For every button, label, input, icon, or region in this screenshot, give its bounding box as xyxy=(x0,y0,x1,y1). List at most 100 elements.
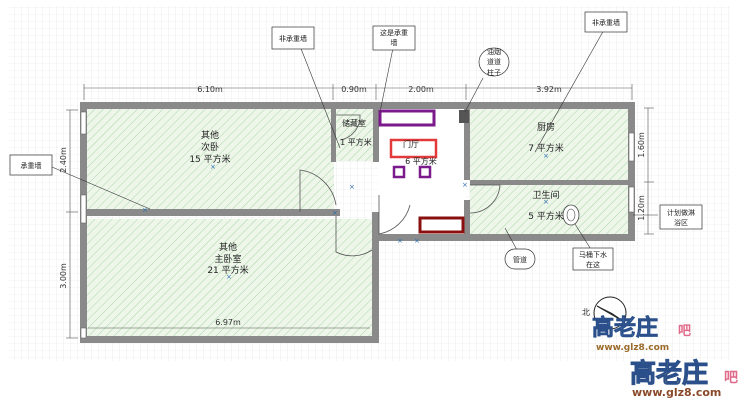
wall-right xyxy=(628,102,635,241)
wall-bedroom-divider xyxy=(80,209,300,216)
room-master-line2: 主卧室 xyxy=(214,253,241,265)
toilet-icon xyxy=(562,204,580,226)
room-storage-name: 储藏室 xyxy=(342,118,366,128)
room-secondary-line2: 次卧 xyxy=(201,141,219,153)
wall-bottom-left xyxy=(80,336,378,343)
wall-master-right xyxy=(372,212,379,343)
dim-top-3: 2.00m xyxy=(408,85,434,94)
svg-text:×: × xyxy=(543,152,549,160)
markers xyxy=(378,109,465,234)
dim-left-2: 3.00m xyxy=(59,263,68,289)
room-hall-name: 门厅 xyxy=(403,139,419,149)
dimension-lines xyxy=(66,84,654,339)
door-entrance xyxy=(378,195,411,235)
floor-storage xyxy=(334,109,375,161)
callout-load-wall-top-1: 这是承重 xyxy=(380,28,408,37)
dim-right-1: 1.60m xyxy=(637,132,646,158)
callout-toilet-1: 马桶下水 xyxy=(579,250,607,259)
marker-small-2 xyxy=(418,165,432,179)
marker-entrance-dark xyxy=(418,216,465,234)
callout-toilet-2: 在这 xyxy=(586,260,600,269)
room-kitchen-name: 厨房 xyxy=(537,121,555,133)
svg-text:×: × xyxy=(210,163,216,171)
floor-hall xyxy=(378,109,466,234)
callouts: 非承重墙 这是承重 墙 油烟 道道 柱子 非承重墙 承重墙 计划做淋 浴区 管道… xyxy=(9,11,703,271)
svg-text:×: × xyxy=(349,183,355,191)
annotation-marks: ××× ××× ××× × xyxy=(142,152,549,281)
callout-load-left: 承重墙 xyxy=(21,161,42,170)
windows xyxy=(80,111,635,339)
room-secondary-area: 15 平方米 xyxy=(189,153,230,165)
floor-kitchen xyxy=(470,109,628,181)
floor-secondary-bedroom xyxy=(86,109,334,211)
svg-text:×: × xyxy=(226,273,232,281)
wall-corridor xyxy=(300,209,340,216)
watermark-brand-lower: 高老庄 xyxy=(630,358,708,389)
floor-master-bedroom xyxy=(86,219,372,337)
watermark-lower: 高老庄 吧 www.glz8.com xyxy=(630,358,739,400)
room-bathroom-name: 卫生间 xyxy=(532,189,559,201)
dim-right-2: 1.20m xyxy=(637,195,646,221)
callout-pipe: 管道 xyxy=(513,255,527,264)
marker-small-1 xyxy=(392,165,406,179)
dimension-labels: 6.10m 0.90m 2.00m 3.92m 6.97m 2.40m 3.00… xyxy=(59,85,646,327)
callout-load-wall-top-2: 墙 xyxy=(391,38,398,47)
room-secondary-line1: 其他 xyxy=(201,129,219,141)
dim-bottom-1: 6.97m xyxy=(215,318,241,327)
callout-planned-1: 计划做淋 xyxy=(667,208,695,217)
window-right-1 xyxy=(628,132,635,162)
floor-areas xyxy=(86,109,628,337)
compass-label: 北 xyxy=(582,308,590,317)
callout-box-load-left xyxy=(9,154,53,176)
dim-left-1: 2.40m xyxy=(59,147,68,173)
callout-non-load-right: 非承重墙 xyxy=(592,18,620,27)
svg-text:×: × xyxy=(462,181,468,189)
watermark-upper: 高老庄 吧 www.glz8.com xyxy=(592,315,691,353)
window-right-2 xyxy=(628,186,635,213)
watermark-url-lower: www.glz8.com xyxy=(632,386,721,399)
door-storage xyxy=(336,114,361,141)
wall-bottom-right xyxy=(378,234,635,241)
marker-load-wall xyxy=(378,109,436,127)
callout-box-toilet xyxy=(572,247,614,271)
callout-box-planned xyxy=(659,204,703,230)
callout-box-pipe xyxy=(504,248,536,270)
room-master-line1: 其他 xyxy=(219,241,237,253)
watermark-suffix-lower: 吧 xyxy=(724,370,738,386)
window-left-2 xyxy=(80,194,87,224)
callout-box-flue xyxy=(478,47,510,77)
watermark-suffix-upper: 吧 xyxy=(678,324,691,339)
compass-icon: 北 xyxy=(582,296,627,330)
callout-flue-3: 柱子 xyxy=(487,68,501,77)
dim-top-2: 0.90m xyxy=(341,85,367,94)
room-bathroom-area: 5 平方米 xyxy=(528,210,564,222)
callout-leaders xyxy=(51,27,658,252)
wall-top xyxy=(80,102,635,109)
callout-box-non-load-right xyxy=(584,11,628,33)
watermark-brand-upper: 高老庄 xyxy=(592,315,658,341)
room-storage-area: 1 平方米 xyxy=(340,137,372,147)
wall-hall-right-upper xyxy=(464,102,470,180)
watermark-url-upper: www.glz8.com xyxy=(596,343,669,353)
doors xyxy=(299,114,501,257)
svg-text:×: × xyxy=(397,237,403,245)
callout-box-non-load-left xyxy=(271,26,315,50)
flue-column xyxy=(459,110,469,123)
window-left-3 xyxy=(80,327,87,339)
svg-text:×: × xyxy=(142,206,148,214)
room-master-area: 21 平方米 xyxy=(207,264,248,276)
window-left-1 xyxy=(80,111,87,135)
callout-flue-2: 道道 xyxy=(487,57,501,66)
room-hall-area: 6 平方米 xyxy=(405,156,437,166)
wall-hall-right-lower xyxy=(464,200,470,240)
svg-text:×: × xyxy=(543,198,549,206)
svg-text:×: × xyxy=(414,237,420,245)
callout-planned-2: 浴区 xyxy=(674,218,688,227)
callout-flue-1: 油烟 xyxy=(487,47,501,56)
callout-box-load-wall-top xyxy=(372,25,416,51)
dim-top-4: 3.92m xyxy=(536,85,562,94)
wall-storage-right xyxy=(373,102,379,162)
door-secondary-bedroom xyxy=(299,169,337,212)
